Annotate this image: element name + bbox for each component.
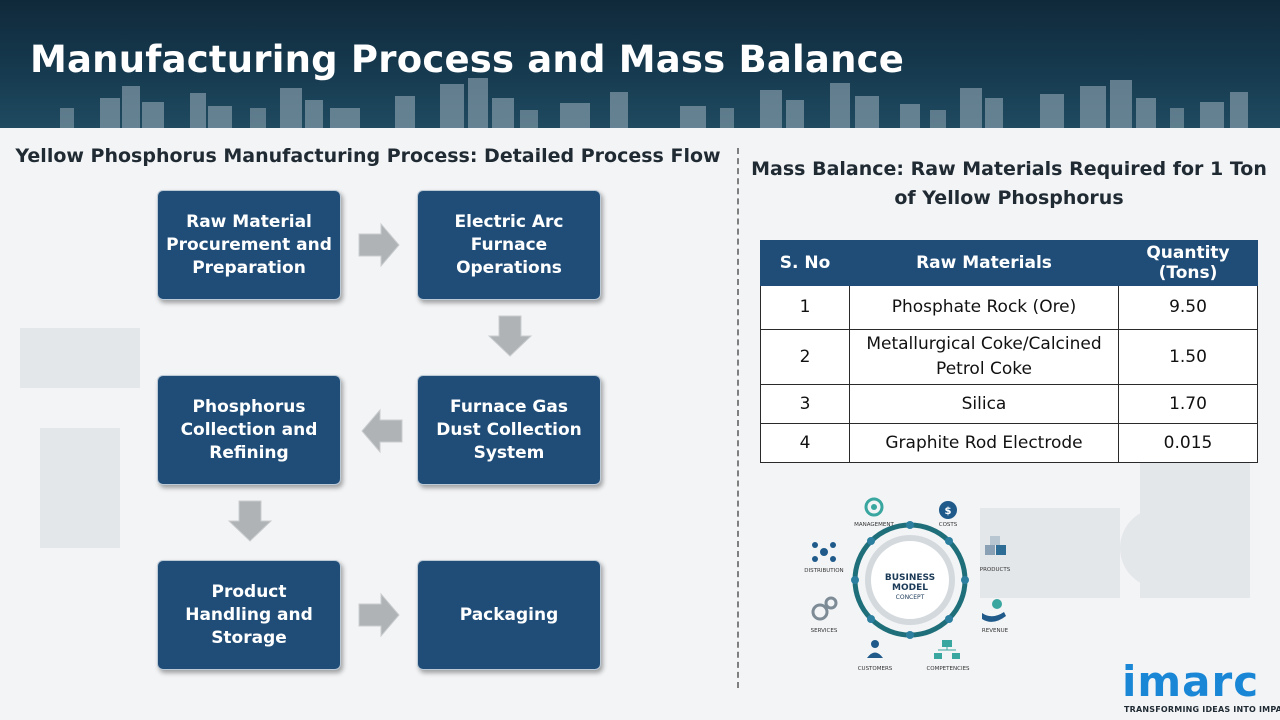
network-icon [812, 542, 836, 562]
customers-label: CUSTOMERS [858, 666, 893, 672]
step-phosphorus-collection-refining: Phosphorus Collection and Refining [157, 375, 341, 485]
business-model-concept-graphic: BUSINESS MODEL CONCEPT MANAGEMENT $ COST… [804, 497, 1011, 672]
step-furnace-gas-dust-collection: Furnace Gas Dust Collection System [417, 375, 601, 485]
table-cell: Phosphate Rock (Ore) [849, 285, 1119, 330]
table-cell: 1 [760, 285, 850, 330]
products-label: PRODUCTS [980, 567, 1011, 573]
table-row: 1 Phosphate Rock (Ore) 9.50 [760, 285, 1258, 330]
mass-balance-table: S. No Raw Materials Quantity (Tons) 1 Ph… [760, 240, 1258, 463]
page-title: Manufacturing Process and Mass Balance [30, 38, 905, 81]
header-banner: Manufacturing Process and Mass Balance [0, 0, 1280, 128]
business-model-center-line: MODEL [892, 583, 928, 593]
table-cell: Graphite Rod Electrode [849, 423, 1119, 463]
services-label: SERVICES [811, 628, 838, 634]
flowchart-icon [934, 640, 960, 659]
table-cell: 1.70 [1118, 384, 1258, 424]
mass-balance-title: Mass Balance: Raw Materials Required for… [751, 158, 1267, 209]
arrow-down-icon [487, 315, 533, 357]
column-header: Quantity (Tons) [1118, 240, 1258, 286]
table-cell: Metallurgical Coke/Calcined Petrol Coke [849, 329, 1119, 385]
step-raw-material-procurement: Raw Material Procurement and Preparation [157, 190, 341, 300]
table-row: 2 Metallurgical Coke/Calcined Petrol Cok… [760, 329, 1258, 385]
table-header-row: S. No Raw Materials Quantity (Tons) [760, 240, 1258, 286]
gears-icon [811, 596, 838, 621]
table-cell: 1.50 [1118, 329, 1258, 385]
svg-text:$: $ [945, 506, 952, 517]
inner-ring [865, 535, 955, 625]
step-electric-arc-furnace: Electric Arc Furnace Operations [417, 190, 601, 300]
gear-cycle-icon [864, 497, 884, 517]
process-flow-title: Yellow Phosphorus Manufacturing Process:… [15, 145, 721, 167]
column-header: S. No [760, 240, 850, 286]
city-skyline-decoration [60, 78, 1248, 128]
table-cell: 0.015 [1118, 423, 1258, 463]
arrow-right-icon [358, 222, 400, 268]
table-cell: 3 [760, 384, 850, 424]
arrow-down-icon [227, 500, 273, 542]
imarc-logo: imarc TRANSFORMING IDEAS INTO IMPACT [1122, 655, 1280, 715]
table-cell: 9.50 [1118, 285, 1258, 330]
business-model-center-line: CONCEPT [896, 594, 925, 601]
table-cell: Silica [849, 384, 1119, 424]
revenue-label: REVENUE [982, 628, 1009, 634]
arrow-left-icon [361, 408, 403, 454]
people-icon [867, 640, 883, 658]
money-bag-icon: $ [939, 501, 957, 519]
table-row: 3 Silica 1.70 [760, 384, 1258, 424]
management-label: MANAGEMENT [854, 522, 894, 528]
logo-wordmark: imarc [1122, 657, 1260, 706]
distribution-label: DISTRIBUTION [804, 568, 843, 574]
logo-tagline: TRANSFORMING IDEAS INTO IMPACT [1124, 705, 1280, 714]
table-cell: 4 [760, 423, 850, 463]
competencies-label: COMPETENCIES [926, 666, 970, 672]
step-product-handling-storage: Product Handling and Storage [157, 560, 341, 670]
costs-label: COSTS [939, 522, 958, 528]
table-cell: 2 [760, 329, 850, 385]
table-row: 4 Graphite Rod Electrode 0.015 [760, 423, 1258, 463]
step-packaging: Packaging [417, 560, 601, 670]
column-header: Raw Materials [849, 240, 1119, 286]
arrow-right-icon [358, 592, 400, 638]
business-model-center-line: BUSINESS [885, 573, 935, 583]
section-divider [737, 148, 739, 688]
boxes-icon [985, 536, 1006, 555]
hand-coin-icon [982, 599, 1006, 622]
